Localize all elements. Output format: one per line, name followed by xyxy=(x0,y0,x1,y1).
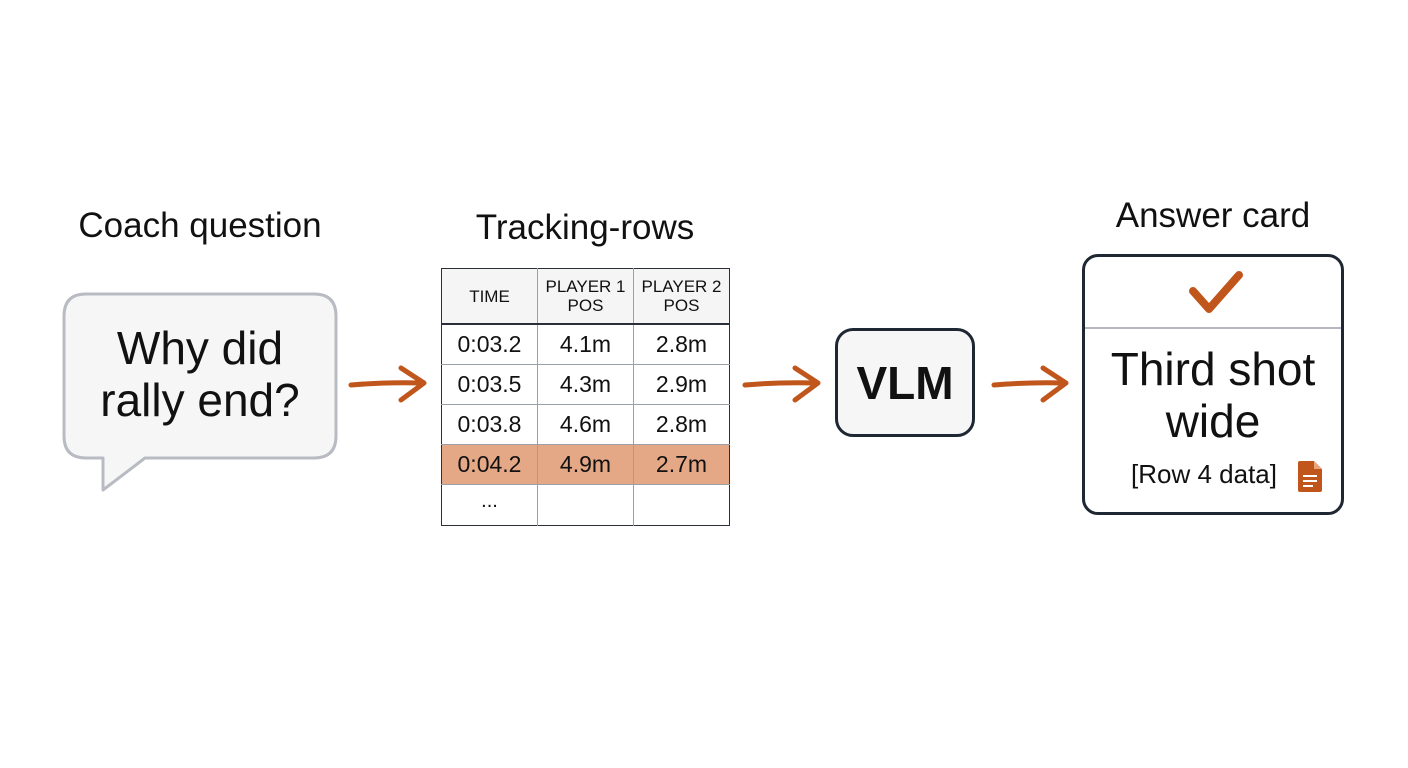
answer-card-heading: Answer card xyxy=(1115,196,1311,235)
column-header-sublabel: POS xyxy=(567,296,604,315)
answer-card: Third shot wide [Row 4 data] xyxy=(1082,254,1344,515)
column-header-label: TIME xyxy=(469,286,510,306)
cell-empty xyxy=(537,484,634,526)
cell-player-2: 2.9m xyxy=(633,364,730,405)
cell-player-2: 2.7m xyxy=(633,444,730,485)
cell-player-1: 4.1m xyxy=(537,324,634,365)
checkmark-icon xyxy=(1189,271,1243,313)
answer-reference: [Row 4 data] xyxy=(1131,459,1277,489)
vlm-label: VLM xyxy=(856,356,954,409)
column-header-time: TIME xyxy=(441,268,538,325)
cell-time: 0:03.2 xyxy=(441,324,538,365)
column-header-label: PLAYER 1 xyxy=(545,277,626,296)
table-row-highlighted: 0:04.2 4.9m 2.7m xyxy=(441,444,730,485)
column-header-player-2: PLAYER 2 POS xyxy=(633,268,730,325)
table-row: 0:03.5 4.3m 2.9m xyxy=(441,364,730,405)
cell-player-1: 4.3m xyxy=(537,364,634,405)
table-row: 0:03.2 4.1m 2.8m xyxy=(441,324,730,365)
cell-empty xyxy=(634,485,730,526)
answer-card-divider xyxy=(1085,327,1341,329)
question-line-2: rally end? xyxy=(100,374,300,426)
coach-question-heading: Coach question xyxy=(78,206,322,245)
column-header-label: PLAYER 2 xyxy=(641,277,722,296)
question-line-1: Why did xyxy=(116,322,284,374)
cell-player-1: 4.9m xyxy=(537,444,634,485)
answer-text: Third shot wide xyxy=(1085,343,1341,447)
answer-line-2: wide xyxy=(1165,395,1261,447)
cell-time: 0:03.5 xyxy=(441,364,538,405)
table-row-ellipsis: ... xyxy=(441,484,730,526)
table-header-row: TIME PLAYER 1 POS PLAYER 2 POS xyxy=(441,268,730,325)
coach-question-text: Why did rally end? xyxy=(66,322,334,426)
cell-time: 0:04.2 xyxy=(441,444,538,485)
cell-player-2: 2.8m xyxy=(633,324,730,365)
column-header-sublabel: POS xyxy=(663,296,700,315)
cell-player-1: 4.6m xyxy=(537,404,634,445)
tracking-rows-table: TIME PLAYER 1 POS PLAYER 2 POS 0:03.2 4.… xyxy=(441,268,730,526)
document-icon xyxy=(1298,461,1322,492)
arrow-icon-1 xyxy=(348,365,427,403)
tracking-rows-heading: Tracking-rows xyxy=(475,208,695,247)
table-row: 0:03.8 4.6m 2.8m xyxy=(441,404,730,445)
answer-line-1: Third shot xyxy=(1110,343,1316,395)
cell-ellipsis: ... xyxy=(441,484,538,526)
arrow-icon-3 xyxy=(991,365,1069,403)
vlm-model-box: VLM xyxy=(835,328,975,437)
arrow-icon-2 xyxy=(742,365,821,403)
cell-player-2: 2.8m xyxy=(633,404,730,445)
cell-time: 0:03.8 xyxy=(441,404,538,445)
speech-bubble xyxy=(62,292,338,492)
column-header-player-1: PLAYER 1 POS xyxy=(537,268,634,325)
